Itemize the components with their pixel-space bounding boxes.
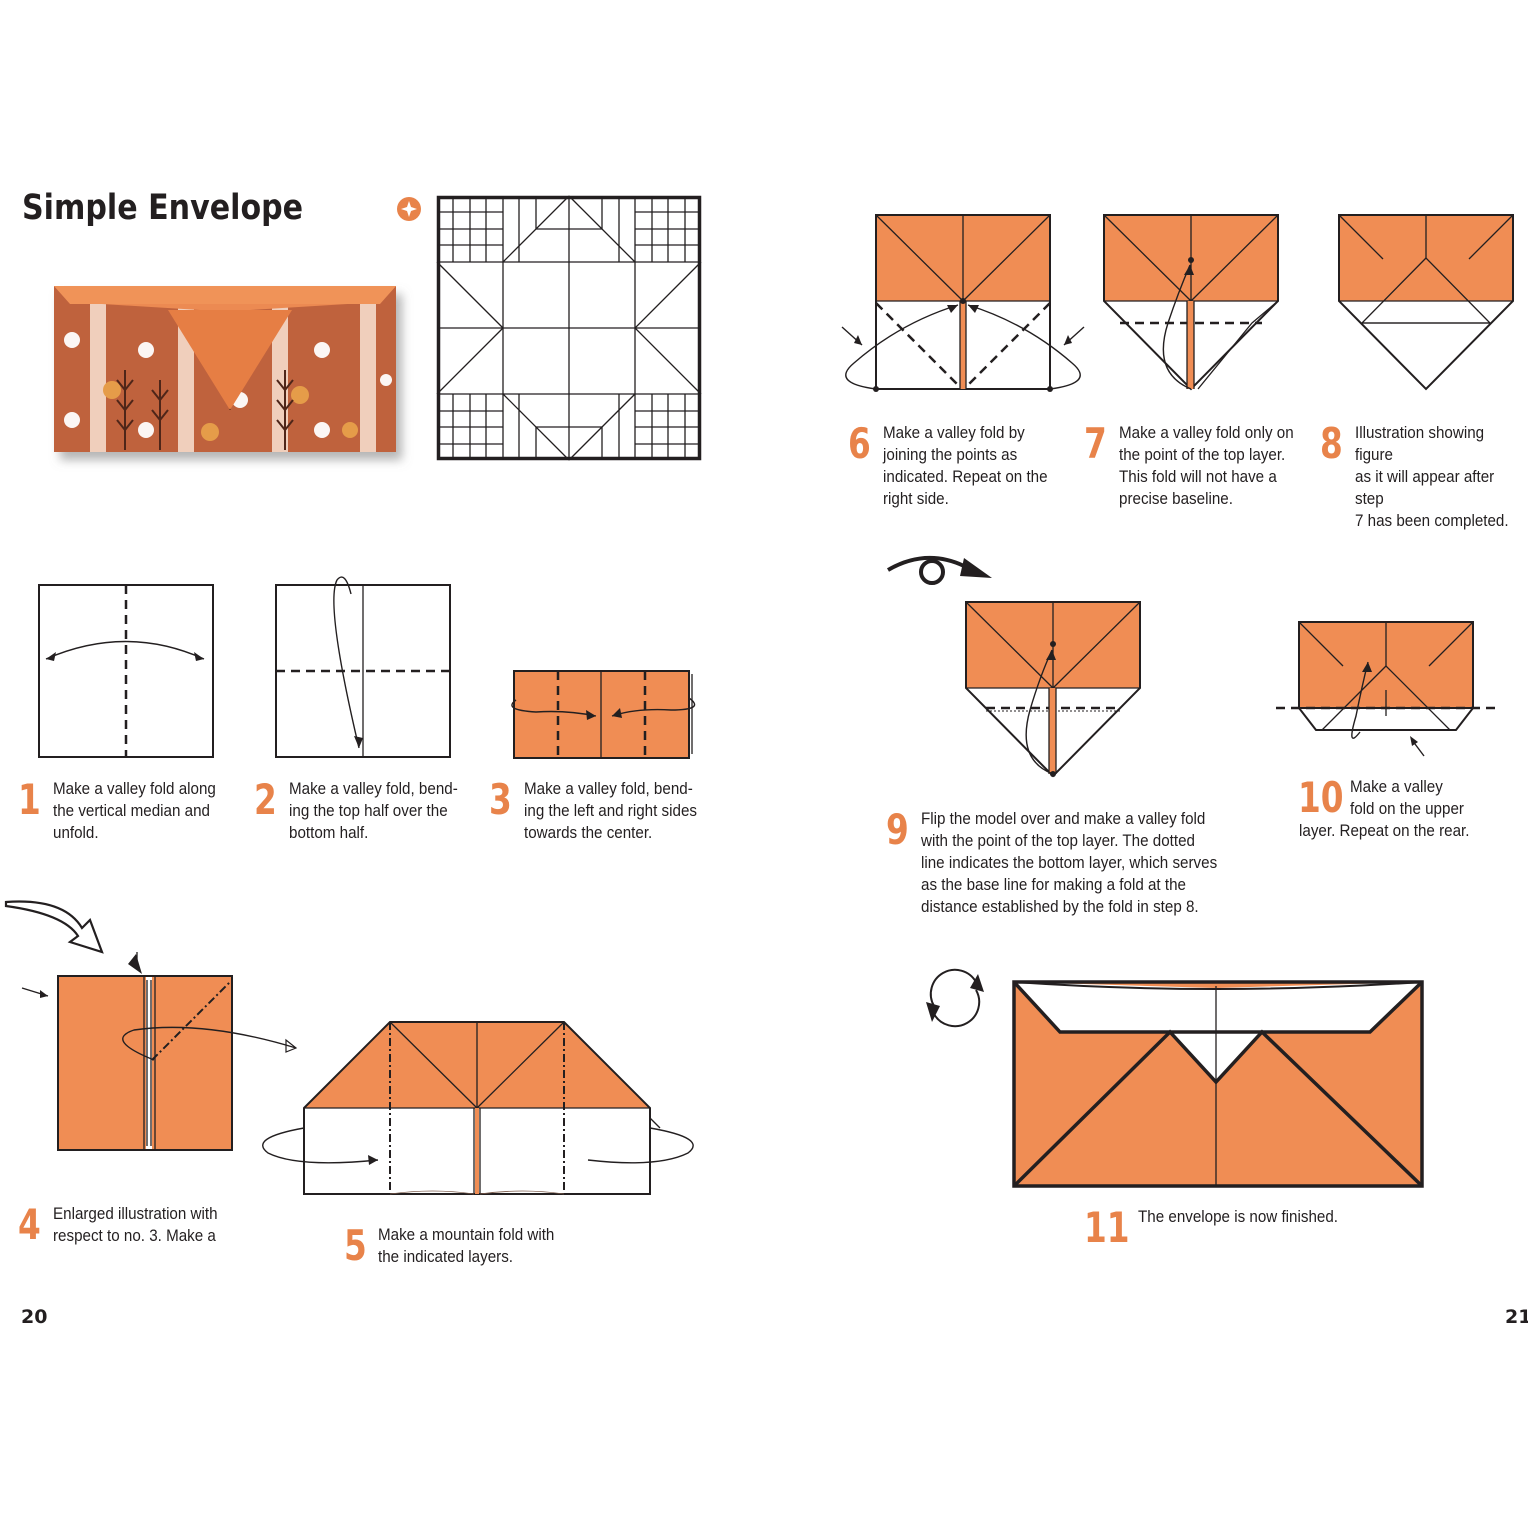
eye-turn-over-icon [886,552,996,586]
step-9-diagram [964,600,1144,782]
step-6-diagram [840,213,1086,395]
step-6-text: Make a valley fold by joining the points… [883,422,1048,510]
step-7-diagram [1102,213,1280,395]
step-9-number: 9 [886,809,909,851]
step-10-text-a: Make a valley fold on the upper [1350,776,1464,820]
step-3-number: 3 [489,779,512,821]
step-4-number: 4 [18,1204,41,1246]
star-in-circle-icon [396,196,422,222]
step-6-number: 6 [848,423,871,465]
rotate-arrows-icon [922,966,988,1026]
page-number-right: 21 [1505,1306,1528,1328]
step-11-diagram [1010,976,1426,1190]
step-8-diagram [1337,213,1515,395]
step-7-text: Make a valley fold only on the point of … [1119,422,1294,510]
step-11-number: 11 [1084,1207,1130,1249]
step-1-text: Make a valley fold along the vertical me… [53,778,216,844]
step-11-text: The envelope is now finished. [1138,1206,1338,1228]
step-10-number: 10 [1298,777,1344,819]
step-9-text: Flip the model over and make a valley fo… [921,808,1217,918]
step-8-number: 8 [1320,423,1343,465]
step-3-text: Make a valley fold, bend- ing the left a… [524,778,697,844]
step-4-text: Enlarged illustration with respect to no… [53,1203,218,1247]
step-2-diagram [275,574,451,760]
step-2-number: 2 [254,779,277,821]
page-title: Simple Envelope [22,188,303,228]
step-5-text: Make a mountain fold with the indicated … [378,1224,554,1268]
envelope-photo [50,280,415,470]
step-10-diagram [1274,620,1498,760]
step-1-number: 1 [18,779,41,821]
step-1-diagram [38,584,214,760]
step-8-text: Illustration showing figure as it will a… [1355,422,1514,532]
step-3-diagram [506,670,702,760]
step-7-number: 7 [1084,423,1107,465]
step-10-text-b: layer. Repeat on the rear. [1299,820,1469,842]
crease-pattern-diagram [437,196,701,460]
page-number-left: 20 [21,1306,47,1328]
step-5-diagram [258,1018,698,1198]
step-5-number: 5 [344,1225,367,1267]
step-2-text: Make a valley fold, bend- ing the top ha… [289,778,458,844]
